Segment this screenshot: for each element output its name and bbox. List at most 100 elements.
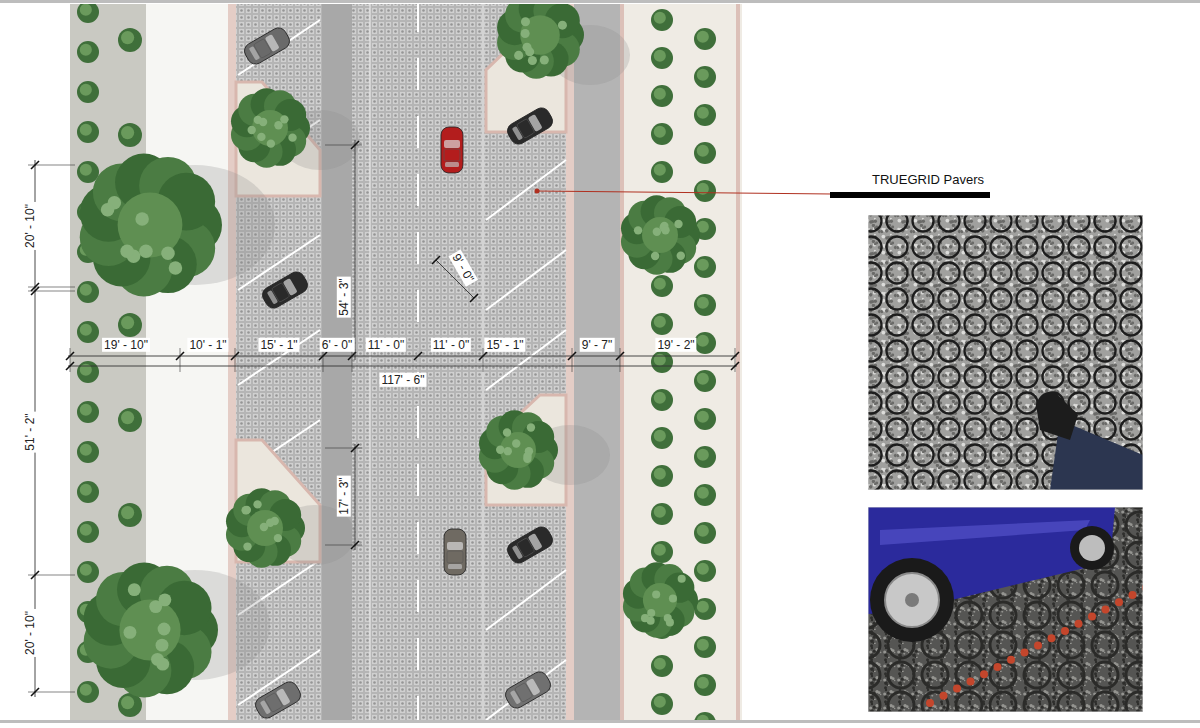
shrub-body: [694, 28, 716, 50]
shrub: [77, 681, 99, 703]
tree-center: [643, 583, 677, 617]
shrub-body: [77, 561, 99, 583]
photo-border: [868, 215, 1143, 490]
shrub-highlight: [697, 31, 709, 43]
tree-leaf-highlight: [677, 251, 685, 259]
dimension-label: 9' - 7": [580, 338, 615, 352]
dimension-line: [735, 348, 736, 372]
lane-divider-dashed: [417, 4, 419, 720]
tree-leaf-highlight: [135, 212, 149, 226]
curb-edge: [620, 4, 624, 720]
shrub-highlight: [80, 684, 92, 696]
wheel-rim: [885, 573, 939, 627]
lane-edge-line: [369, 4, 370, 720]
shrub: [77, 521, 99, 543]
tree-leaf-highlight: [257, 133, 265, 141]
parking-stripe: [486, 250, 566, 310]
red-marker-dot: [1021, 649, 1029, 657]
shrub-body: [694, 522, 716, 544]
dimension-tick: [432, 256, 440, 264]
car-body: [503, 669, 554, 711]
car-rear-window: [445, 162, 459, 167]
car-body: [444, 529, 466, 575]
car: [503, 669, 554, 711]
shrub-highlight: [697, 335, 709, 347]
shrub-highlight: [697, 715, 709, 720]
bike-lane: [574, 4, 622, 720]
tree-leaf-highlight: [661, 226, 669, 234]
tree-leaf-highlight: [647, 617, 655, 625]
dimension-line: [70, 348, 71, 372]
shrub-body: [694, 294, 716, 316]
tree-center: [119, 599, 180, 660]
shrub: [651, 313, 673, 335]
tree-leaf-highlight: [528, 56, 537, 65]
tree-leaf-highlight: [243, 506, 251, 514]
shrub-highlight: [697, 449, 709, 461]
shrub: [694, 256, 716, 278]
dimension-tick: [351, 444, 359, 452]
tree-leaf-highlight: [139, 245, 153, 259]
shrub-body: [77, 161, 99, 183]
tree-leaf-highlight: [523, 452, 531, 460]
shrub-highlight: [697, 411, 709, 423]
tree-center: [118, 193, 183, 258]
tree-leaf-highlight: [647, 609, 655, 617]
shrub-body: [651, 351, 673, 373]
shrub: [77, 361, 99, 383]
car-rear-window: [260, 700, 271, 715]
shrub-body: [694, 484, 716, 506]
shrub-body: [694, 408, 716, 430]
tree-leaf-highlight: [503, 428, 511, 436]
shrub-body: [651, 85, 673, 107]
shrub: [651, 9, 673, 31]
tree-leaf-highlight: [652, 590, 660, 598]
shrub: [651, 389, 673, 411]
shrub-body: [694, 446, 716, 468]
dimension-label: 11' - 0": [431, 338, 471, 352]
car-body: [505, 105, 556, 147]
shrub-highlight: [121, 506, 134, 519]
shrub-body: [651, 123, 673, 145]
shrub-highlight: [80, 404, 92, 416]
shrub-body: [694, 636, 716, 658]
tire: [870, 558, 954, 642]
shrub-body: [77, 681, 99, 703]
tree-leaf-highlight: [634, 226, 642, 234]
shrub-body: [118, 503, 142, 527]
tree-leaf-highlight: [124, 626, 137, 639]
shrub-highlight: [654, 12, 666, 24]
dimension-line: [483, 348, 484, 372]
tree-canopy: [80, 153, 222, 296]
shrub-highlight: [80, 524, 92, 536]
shrub-body: [651, 389, 673, 411]
tree-leaf-highlight: [558, 21, 567, 30]
red-marker-dot: [1048, 634, 1056, 642]
shrub-highlight: [654, 468, 666, 480]
shrub-body: [694, 66, 716, 88]
dimension-label: 20' - 10": [23, 609, 37, 657]
shrub-body: [651, 427, 673, 449]
shrub-body: [77, 441, 99, 463]
car-rear-window: [510, 690, 521, 705]
shrub: [651, 123, 673, 145]
tree-leaf-highlight: [274, 534, 282, 542]
shrub-body: [694, 712, 716, 720]
shrub-body: [118, 28, 142, 52]
tree-leaf-highlight: [247, 126, 255, 134]
shrub: [694, 28, 716, 50]
car: [505, 524, 556, 566]
dimension-tick: [351, 541, 359, 549]
shrub: [694, 180, 716, 202]
car: [260, 269, 311, 311]
shrub-highlight: [697, 373, 709, 385]
shrub: [694, 104, 716, 126]
shrub-highlight: [654, 392, 666, 404]
shrub: [77, 281, 99, 303]
shrub-body: [694, 180, 716, 202]
dimension-line: [418, 348, 419, 372]
dimension-line: [180, 348, 181, 372]
car-body: [505, 524, 556, 566]
shrub: [651, 351, 673, 373]
